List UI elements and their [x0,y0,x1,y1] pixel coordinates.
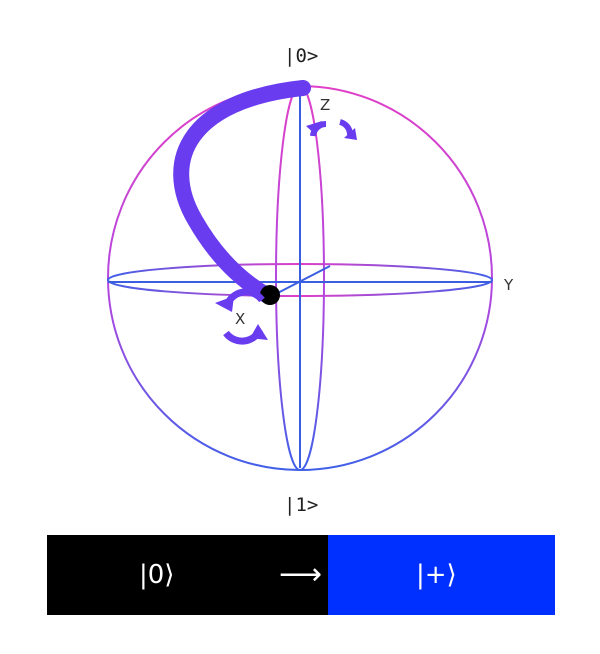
bloch-sphere: |0> |1> Z Y X [107,45,514,516]
state-vector-origin-dot [260,285,280,305]
state-trajectory-path [173,80,311,304]
from-state-panel: |0⟩ ⟶ [47,535,328,615]
transition-arrow-icon: ⟶ [279,557,323,592]
to-state-label: |+⟩ [416,560,457,590]
top-state-label: |0> [284,45,318,67]
from-state-label: |0⟩ [139,560,175,590]
axis-z-label: Z [320,96,330,114]
to-state-panel: |+⟩ [328,535,555,615]
rotation-arrow-z-icon [306,119,357,140]
bottom-state-label: |1> [284,494,318,516]
state-transition-bar: |0⟩ ⟶ |+⟩ [47,535,555,615]
rotation-arrow-x-icon [215,288,268,345]
axis-y-label: Y [503,276,514,294]
axis-x-label: X [235,310,245,328]
